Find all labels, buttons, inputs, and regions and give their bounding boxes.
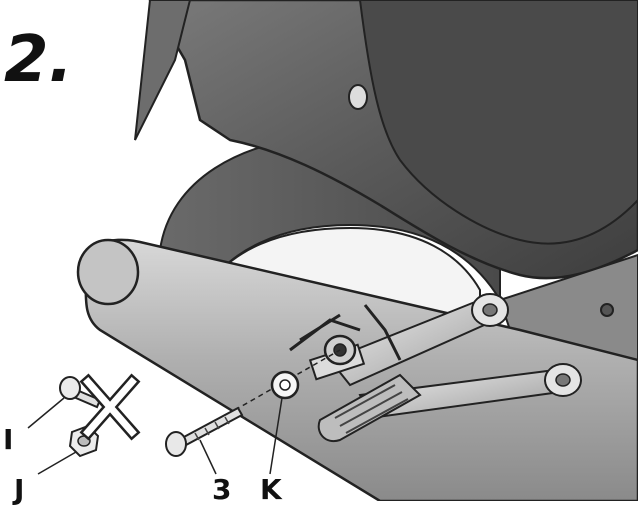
- leader-line-k: [269, 397, 283, 475]
- fender-mount-hole: [348, 84, 368, 110]
- frame-bolt: [600, 303, 614, 317]
- callout-3: 3: [212, 473, 232, 506]
- bracket-bushing-bottom-hole: [555, 373, 571, 387]
- fender-inner-panel: [358, 0, 638, 245]
- leader-line-3: [199, 439, 217, 475]
- callout-j: J: [14, 473, 25, 506]
- callout-k: K: [260, 473, 282, 506]
- leader-line-j: [37, 451, 77, 475]
- leader-line-i: [27, 397, 65, 429]
- step-number: 2.: [4, 23, 73, 97]
- screw-i-head: [59, 376, 81, 400]
- washer-k-hole: [279, 379, 291, 391]
- assembly-axis: [234, 349, 341, 411]
- wire-clamp: [289, 304, 402, 361]
- fender-tip: [134, 0, 192, 141]
- footpeg-ribs: [334, 384, 409, 434]
- exhaust-outlet: [76, 238, 140, 306]
- bolt-3-shaft: [180, 406, 244, 447]
- x-mark-icon: [79, 373, 141, 441]
- callout-i: I: [3, 423, 14, 456]
- bolt-3-head: [165, 431, 187, 457]
- bolt-3-thread: [194, 416, 230, 441]
- bracket-bushing-top-hole: [482, 303, 498, 317]
